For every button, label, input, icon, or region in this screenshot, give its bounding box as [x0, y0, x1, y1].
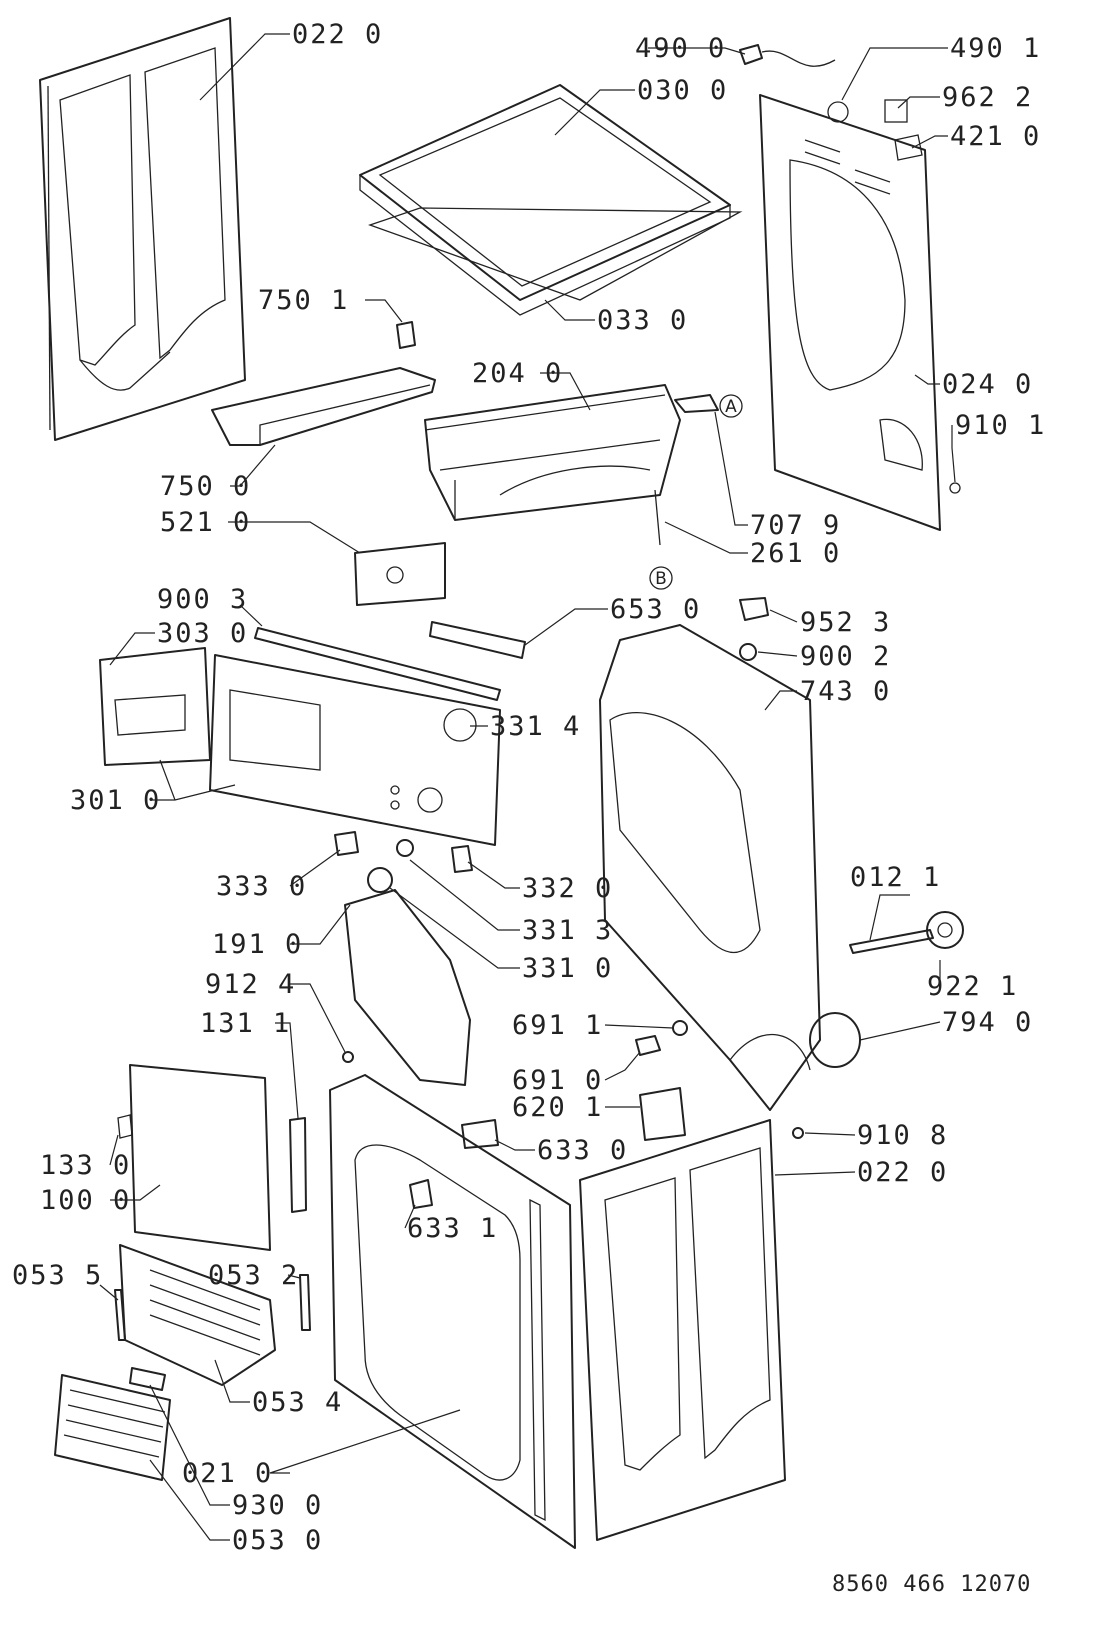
label-0534: 053 4 [252, 1387, 343, 1418]
clip-9300 [129, 1367, 166, 1391]
label-0240: 024 0 [942, 369, 1033, 400]
label-6201: 620 1 [512, 1092, 603, 1123]
part-labels: 022 0 490 0 490 1 030 0 962 2 421 0 750 … [12, 19, 1046, 1556]
plug-6910 [635, 1035, 661, 1056]
label-1910: 191 0 [212, 929, 303, 960]
label-3330: 333 0 [216, 871, 307, 902]
label-6911: 691 1 [512, 1010, 603, 1041]
label-9002: 900 2 [800, 641, 891, 672]
label-6330: 633 0 [537, 1135, 628, 1166]
label-3313: 331 3 [522, 915, 613, 946]
label-1330: 133 0 [40, 1150, 131, 1181]
knob-3310 [367, 867, 393, 893]
label-0300: 030 0 [637, 75, 728, 106]
door-panel [117, 1064, 271, 1251]
label-7430: 743 0 [800, 676, 891, 707]
sensor-part [674, 394, 719, 413]
label-1000: 100 0 [40, 1185, 131, 1216]
label-0530: 053 0 [232, 1525, 323, 1556]
screw-9108 [792, 1127, 804, 1139]
front-panel [329, 1074, 576, 1549]
switch-332 [451, 845, 473, 873]
side-panel-left [39, 17, 246, 441]
water-conduit [211, 367, 436, 446]
cup-part [396, 321, 416, 349]
marker-circle-b [649, 566, 673, 590]
top-cover [359, 84, 743, 316]
label-3010: 301 0 [70, 785, 161, 816]
seal-6911 [672, 1020, 688, 1036]
hinge-6330 [461, 1119, 499, 1149]
label-9300: 930 0 [232, 1490, 323, 1521]
drum-housing [599, 624, 821, 1111]
support-bar [254, 627, 501, 701]
drum-shaft [849, 911, 964, 954]
latch-6331 [409, 1179, 433, 1209]
label-0121: 012 1 [850, 862, 941, 893]
label-0220-bottom: 022 0 [857, 1157, 948, 1188]
label-1311: 131 1 [200, 1008, 291, 1039]
control-panel [209, 654, 501, 846]
label-9108: 910 8 [857, 1120, 948, 1151]
cap-part [739, 643, 757, 661]
pin-0532 [299, 1274, 311, 1331]
label-4901: 490 1 [950, 33, 1041, 64]
label-0532: 053 2 [208, 1260, 299, 1291]
label-0330: 033 0 [597, 305, 688, 336]
rod-0535 [114, 1289, 126, 1341]
label-6331: 633 1 [407, 1213, 498, 1244]
label-9101: 910 1 [955, 410, 1046, 441]
marker-b: B [655, 569, 667, 589]
detergent-drawer [99, 647, 211, 766]
label-4900: 490 0 [635, 33, 726, 64]
reference-markers: A B [649, 394, 743, 590]
water-container [424, 384, 681, 546]
marker-circle-a [719, 394, 743, 418]
label-7500: 750 0 [160, 471, 251, 502]
label-2610: 261 0 [750, 538, 841, 569]
screw-9124 [342, 1051, 354, 1063]
power-cord [739, 44, 836, 67]
label-6910: 691 0 [512, 1065, 603, 1096]
side-panel-right [579, 1119, 786, 1541]
label-7940: 794 0 [942, 1007, 1033, 1038]
label-3314: 331 4 [490, 711, 581, 742]
label-3320: 332 0 [522, 873, 613, 904]
marker-a: A [725, 397, 737, 417]
label-9622: 962 2 [942, 82, 1033, 113]
label-9124: 912 4 [205, 969, 296, 1000]
drawing-number: 8560 466 12070 [832, 1572, 1031, 1597]
door-gasket [344, 889, 471, 1086]
label-3030: 303 0 [157, 618, 248, 649]
label-9523: 952 3 [800, 607, 891, 638]
label-3310: 331 0 [522, 953, 613, 984]
label-9221: 922 1 [927, 971, 1018, 1002]
leader-lines [99, 33, 956, 1541]
label-9003: 900 3 [157, 584, 248, 615]
electronic-board [354, 542, 446, 606]
drive-belt [809, 1012, 861, 1068]
label-6530: 653 0 [610, 594, 701, 625]
label-7501: 750 1 [258, 285, 349, 316]
label-0210: 021 0 [182, 1458, 273, 1489]
switch-bracket [429, 621, 526, 659]
label-0220-top: 022 0 [292, 19, 383, 50]
label-0535: 053 5 [12, 1260, 103, 1291]
switch-333 [334, 831, 359, 856]
label-5210: 521 0 [160, 507, 251, 538]
grille-0530 [54, 1374, 171, 1481]
label-4210: 421 0 [950, 121, 1041, 152]
module-6201 [639, 1087, 686, 1141]
label-7079: 707 9 [750, 510, 841, 541]
back-panel [759, 94, 961, 531]
label-2040: 204 0 [472, 358, 563, 389]
filter-plug [739, 597, 769, 621]
strip-1311 [289, 1117, 307, 1213]
knob-3313 [396, 839, 414, 857]
